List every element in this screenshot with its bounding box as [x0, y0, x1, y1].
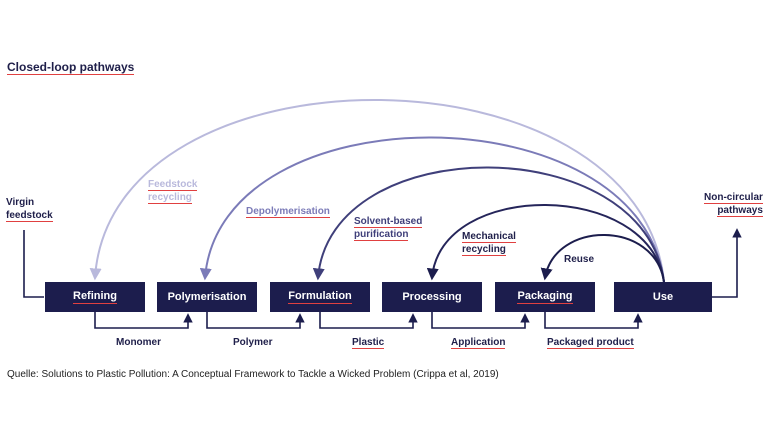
stage-use: Use	[614, 282, 712, 312]
virgin-feedstock-connector	[23, 230, 44, 298]
feedstock-recycling-arrow	[89, 99, 665, 283]
depolymerisation-arrow	[199, 136, 665, 283]
source-citation: Quelle: Solutions to Plastic Pollution: …	[7, 369, 499, 380]
diagram-title: Closed-loop pathways	[7, 60, 135, 75]
packaged-product-flow-arrow	[544, 312, 643, 329]
application-flow-arrow	[431, 312, 530, 329]
reuse-label: Reuse	[564, 254, 595, 265]
solvent-purification-arrow	[312, 166, 665, 283]
mechanical-recycling-arrow	[426, 204, 665, 283]
monomer-flow-arrow	[94, 312, 193, 329]
reuse-arrow	[540, 234, 665, 283]
non-circular-label: Non-circular pathways	[704, 192, 763, 217]
polymer-label: Polymer	[233, 337, 273, 348]
plastic-flow-arrow	[319, 312, 418, 329]
application-label: Application	[451, 337, 506, 349]
non-circular-arrow	[712, 228, 742, 298]
stage-refining: Refining	[45, 282, 145, 312]
monomer-label: Monomer	[116, 337, 161, 348]
solvent-purification-label: Solvent-based purification	[354, 216, 423, 241]
stage-polymerisation: Polymerisation	[157, 282, 257, 312]
stage-formulation: Formulation	[270, 282, 370, 312]
stage-packaging: Packaging	[495, 282, 595, 312]
stage-processing: Processing	[382, 282, 482, 312]
virgin-feedstock-label: Virgin feedstock	[6, 197, 53, 222]
depolymerisation-label: Depolymerisation	[246, 206, 330, 218]
mechanical-recycling-label: Mechanical recycling	[462, 231, 516, 256]
feedstock-recycling-label: Feedstock recycling	[148, 179, 198, 204]
polymer-flow-arrow	[206, 312, 305, 329]
packaged-product-label: Packaged product	[547, 337, 634, 349]
plastic-label: Plastic	[352, 337, 385, 349]
